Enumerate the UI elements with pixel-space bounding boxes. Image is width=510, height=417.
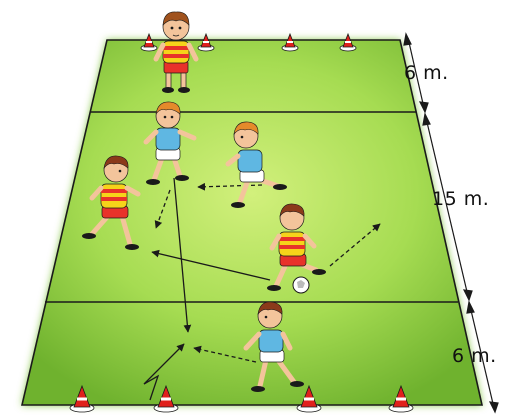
dim-arrow-top-down bbox=[420, 102, 428, 112]
dim-arrow-bot-up bbox=[467, 302, 474, 313]
distance-label-bottom-zone: 6 m. bbox=[452, 345, 497, 367]
distance-label-top-zone: 6 m. bbox=[404, 62, 449, 84]
dim-arrow-top-up bbox=[404, 34, 411, 45]
dim-arrow-bot-down bbox=[490, 402, 498, 412]
dim-arrow-mid-up bbox=[423, 114, 430, 125]
dim-arrow-mid-down bbox=[464, 290, 472, 300]
ball bbox=[293, 277, 309, 293]
pitch bbox=[22, 40, 482, 405]
distance-label-middle-zone: 15 m. bbox=[432, 188, 489, 210]
